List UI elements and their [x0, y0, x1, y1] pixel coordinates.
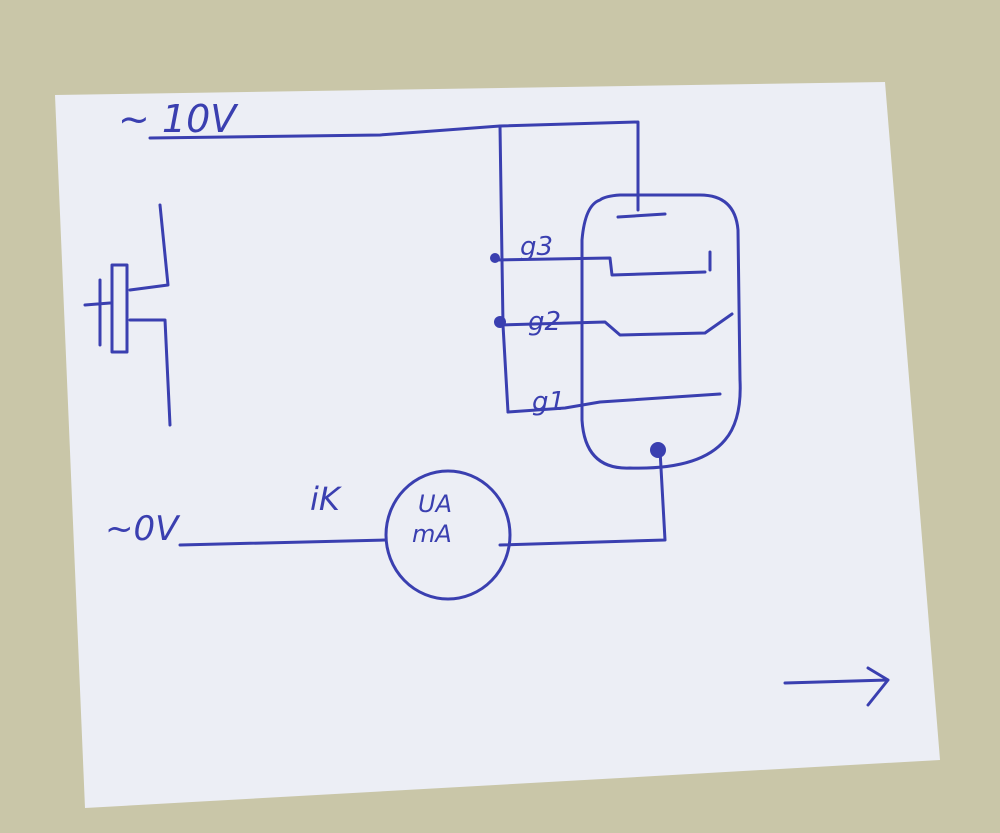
g2-wire — [498, 312, 734, 337]
supply-bottom-label: ~0V — [105, 509, 181, 549]
tube-envelope — [580, 193, 742, 470]
arrow-icon — [783, 666, 890, 707]
anode-plate — [616, 212, 667, 219]
grid-label-g3: g3 — [520, 232, 553, 262]
bottom-wire — [178, 538, 387, 547]
meter-label-ua: UA — [418, 490, 452, 518]
wires — [83, 120, 890, 707]
meter-circle — [384, 469, 512, 601]
junction-g2 — [494, 316, 506, 328]
current-label: iK — [310, 480, 343, 518]
grid-bus-wire — [498, 124, 510, 414]
cathode-terminal — [650, 442, 666, 458]
grid-label-g1: g1 — [532, 387, 565, 417]
g3-wire — [493, 250, 712, 277]
supply-top-label: ~ 10V — [118, 97, 239, 141]
junction-g3 — [490, 253, 500, 263]
paper-sheet — [55, 82, 940, 808]
meter-label-ma: mA — [412, 520, 452, 548]
switch-symbol — [83, 203, 172, 427]
cathode-wire — [498, 448, 667, 547]
grid-label-g2: g2 — [528, 307, 561, 337]
